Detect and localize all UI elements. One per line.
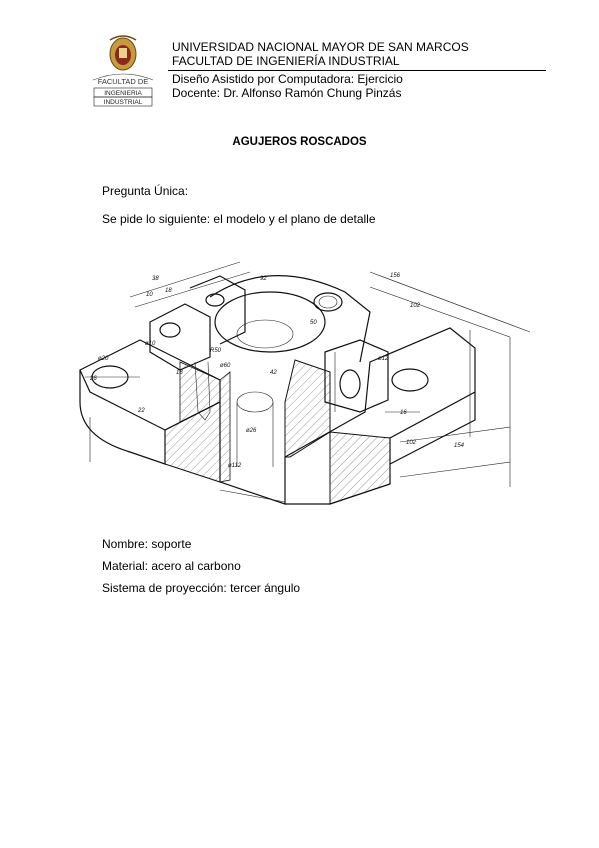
part-name: Nombre: soporte — [102, 537, 192, 551]
dim-d12: ø12 — [378, 356, 389, 362]
dim-d112: ø112 — [228, 463, 242, 469]
document-title: AGUJEROS ROSCADOS — [232, 136, 367, 148]
bottom-bore — [236, 391, 274, 413]
dim-92: 92 — [260, 276, 267, 282]
header-teacher: Docente: Dr. Alfonso Ramón Chung Pinzás — [172, 86, 402, 100]
dim-50: 50 — [310, 320, 317, 326]
logo-text-mid: INGENIERIA — [104, 90, 142, 97]
faculty-crest-icon: FACULTAD DE INGENIERIA INDUSTRIAL — [92, 35, 154, 107]
header-university: UNIVERSIDAD NACIONAL MAYOR DE SAN MARCOS — [172, 40, 469, 54]
part-material: Material: acero al carbono — [102, 559, 241, 573]
header-faculty: FACULTAD DE INGENIERÍA INDUSTRIAL — [172, 54, 400, 68]
left-lug — [149, 275, 246, 421]
dim-d10: ø10 — [145, 341, 156, 347]
logo-text-bottom: INDUSTRIAL — [104, 99, 143, 106]
right-end-hole — [391, 368, 429, 392]
central-boss — [209, 275, 371, 363]
faculty-logo: FACULTAD DE INGENIERIA INDUSTRIAL — [88, 34, 158, 108]
instruction-text: Se pide lo siguiente: el modelo y el pla… — [102, 212, 376, 226]
dim-22: 22 — [137, 408, 145, 414]
dim-d20: ø20 — [98, 356, 109, 362]
dim-10: 10 — [146, 292, 153, 298]
isometric-drawing: 156 102 92 38 10 18 50 ø12 ø20 26 ø10 R5… — [70, 252, 540, 514]
projection-system: Sistema de proyección: tercer ángulo — [102, 581, 301, 595]
dim-102-side: 102 — [406, 440, 417, 446]
dimension-lines — [89, 261, 531, 503]
dim-d60: ø60 — [220, 363, 231, 369]
dim-156: 156 — [390, 273, 401, 279]
dim-154: 154 — [454, 443, 465, 449]
dim-d26: ø26 — [246, 428, 257, 434]
dim-18-side: 18 — [176, 370, 183, 376]
question-label: Pregunta Única: — [102, 184, 189, 198]
base-block — [79, 327, 476, 505]
right-lug — [324, 339, 389, 413]
dim-38: 38 — [152, 276, 159, 282]
section-hatch — [164, 359, 391, 505]
logo-text-top: FACULTAD DE — [98, 77, 149, 86]
dim-102-top: 102 — [410, 303, 421, 309]
dimension-labels: 156 102 92 38 10 18 50 ø12 ø20 26 ø10 R5… — [89, 273, 465, 469]
header-divider — [168, 70, 546, 71]
dim-18-top: 18 — [165, 288, 172, 294]
header-course: Diseño Asistido por Computadora: Ejercic… — [172, 72, 403, 86]
dim-26: 26 — [89, 376, 97, 382]
dim-r50: R50 — [210, 348, 222, 354]
dim-42: 42 — [270, 370, 277, 376]
dim-16: 16 — [400, 410, 407, 416]
